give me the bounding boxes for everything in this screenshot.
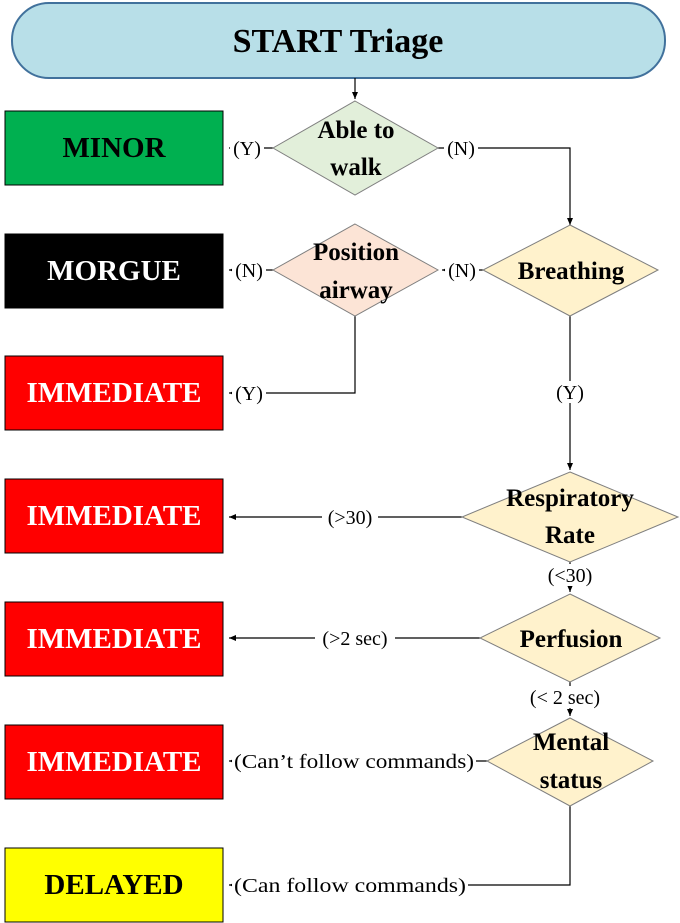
edge-label-walk-yes: (Y) [233,138,261,160]
title-box: START Triage [11,2,666,79]
edge-label-perf-low: (< 2 sec) [530,687,600,709]
decision-resp-line1: Respiratory [506,485,634,512]
outcome-morgue: MORGUE [4,233,224,309]
outcome-minor: MINOR [4,110,224,186]
outcome-immediate-2: IMMEDIATE [4,478,224,554]
decision-walk-line2: walk [330,154,382,181]
decision-breathing: Breathing [481,224,660,317]
edge-mental-delayed [229,806,571,888]
decision-mental-status: Mental status [485,717,655,807]
outcome-delayed: DELAYED [4,847,224,923]
decision-walk-line1: Able to [317,117,394,144]
outcome-immediate-3: IMMEDIATE [4,601,224,677]
decision-perfusion-label: Perfusion [520,626,623,653]
edge-label-airway-no: (N) [235,260,263,282]
outcome-immediate-label: IMMEDIATE [26,500,201,532]
outcome-immediate-4: IMMEDIATE [4,724,224,800]
outcome-delayed-label: DELAYED [44,869,183,901]
edge-label-perf-high: (>2 sec) [322,628,387,650]
decision-respiratory-rate: Respiratory Rate [460,471,680,563]
edge-label-mental-can: (Can follow commands) [234,875,466,897]
edge-labels: (Y) (N) (N) (N) (Y) (Y) (>30) (<30) (>2 … [230,137,610,897]
decision-mental-line2: status [540,767,603,794]
title-text: START Triage [233,23,444,60]
decision-resp-line2: Rate [545,522,595,549]
edge-walk-breathing [438,147,573,225]
outcome-morgue-label: MORGUE [47,255,181,287]
edge-label-breathing-yes: (Y) [556,382,584,404]
outcome-immediate-label: IMMEDIATE [26,377,201,409]
edge-label-resp-high: (>30) [328,507,373,529]
edge-label-airway-yes: (Y) [235,383,263,405]
edge-label-mental-cant: (Can’t follow commands) [234,751,474,773]
outcome-immediate-label: IMMEDIATE [26,746,201,778]
decision-breathing-label: Breathing [518,258,625,285]
decision-airway-line2: airway [319,277,393,304]
decision-position-airway: Position airway [271,223,440,317]
edge-label-resp-low: (<30) [548,565,593,587]
decision-able-to-walk: Able to walk [271,100,440,196]
outcome-immediate-label: IMMEDIATE [26,623,201,655]
edge-airway-immediate [229,316,356,396]
outcome-immediate-1: IMMEDIATE [4,355,224,431]
decision-airway-line1: Position [313,239,399,266]
outcome-minor-label: MINOR [62,132,166,164]
decision-perfusion: Perfusion [478,593,662,683]
edge-label-breathing-no: (N) [448,260,476,282]
edge-label-walk-no: (N) [447,138,475,160]
decision-mental-line1: Mental [533,729,609,756]
